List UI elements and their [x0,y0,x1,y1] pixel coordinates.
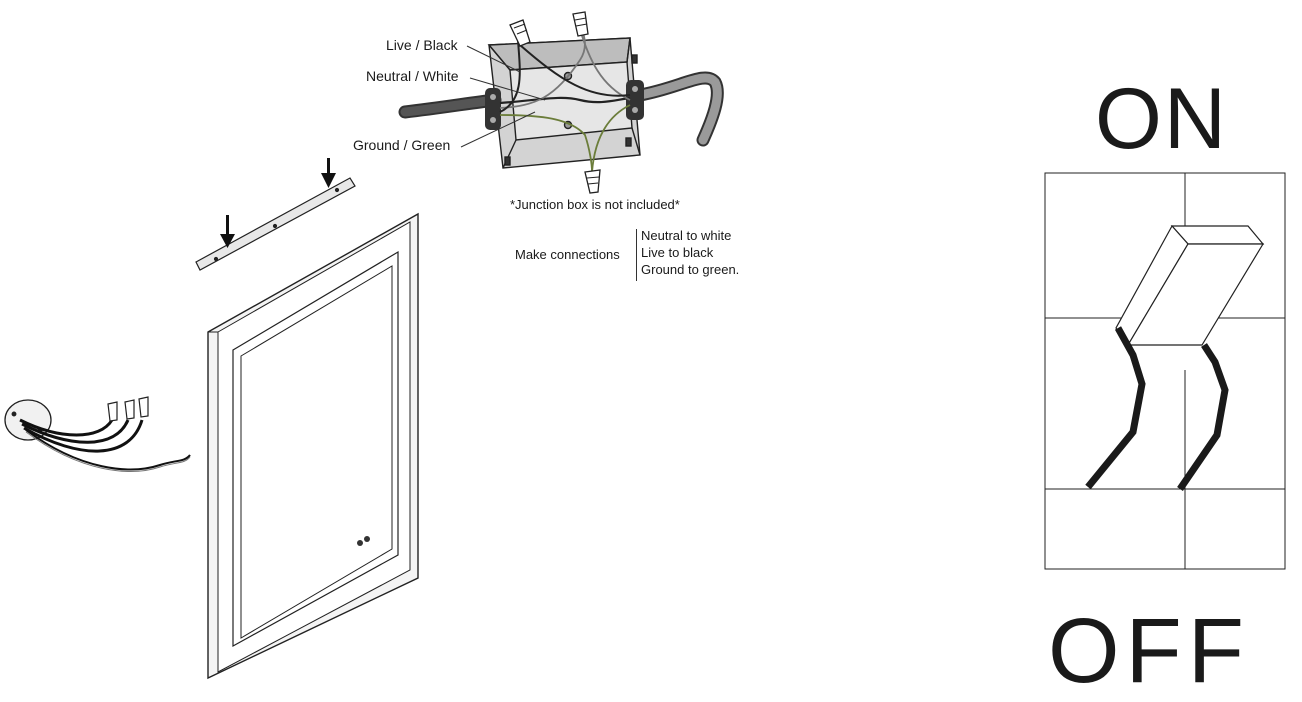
switch-off-label: OFF [1048,600,1250,702]
label-neutral-white: Neutral / White [366,68,459,84]
label-live-black: Live / Black [386,37,458,53]
connection-ground: Ground to green. [641,262,740,277]
wire-nut-top-right [572,11,589,37]
wall-wires [19,418,191,472]
switch-on-label: ON [1095,71,1228,167]
down-arrow-icon [321,158,336,188]
junction-box-note: *Junction box is not included* [510,197,680,212]
cable-right [633,71,724,147]
label-leaders [460,45,546,148]
label-ground-green: Ground / Green [353,137,451,153]
wire-nut-top-left [509,19,531,47]
connection-live: Live to black [641,245,714,260]
down-arrow-icon [220,215,235,248]
led-mirror [207,212,419,680]
cable-left [398,93,502,119]
junction-box [487,37,641,169]
mounting-bracket [195,177,356,271]
connection-neutral: Neutral to white [641,228,732,243]
connections-divider [636,229,637,281]
switch-toggle [1085,224,1265,491]
wire-nut-icon [107,396,149,422]
touch-sensor-icon [357,536,370,546]
cable-clamp-left [485,88,501,130]
make-connections-label: Make connections [515,247,620,262]
cable-clamp-right [626,80,644,120]
wire-nut-bottom [584,169,601,194]
